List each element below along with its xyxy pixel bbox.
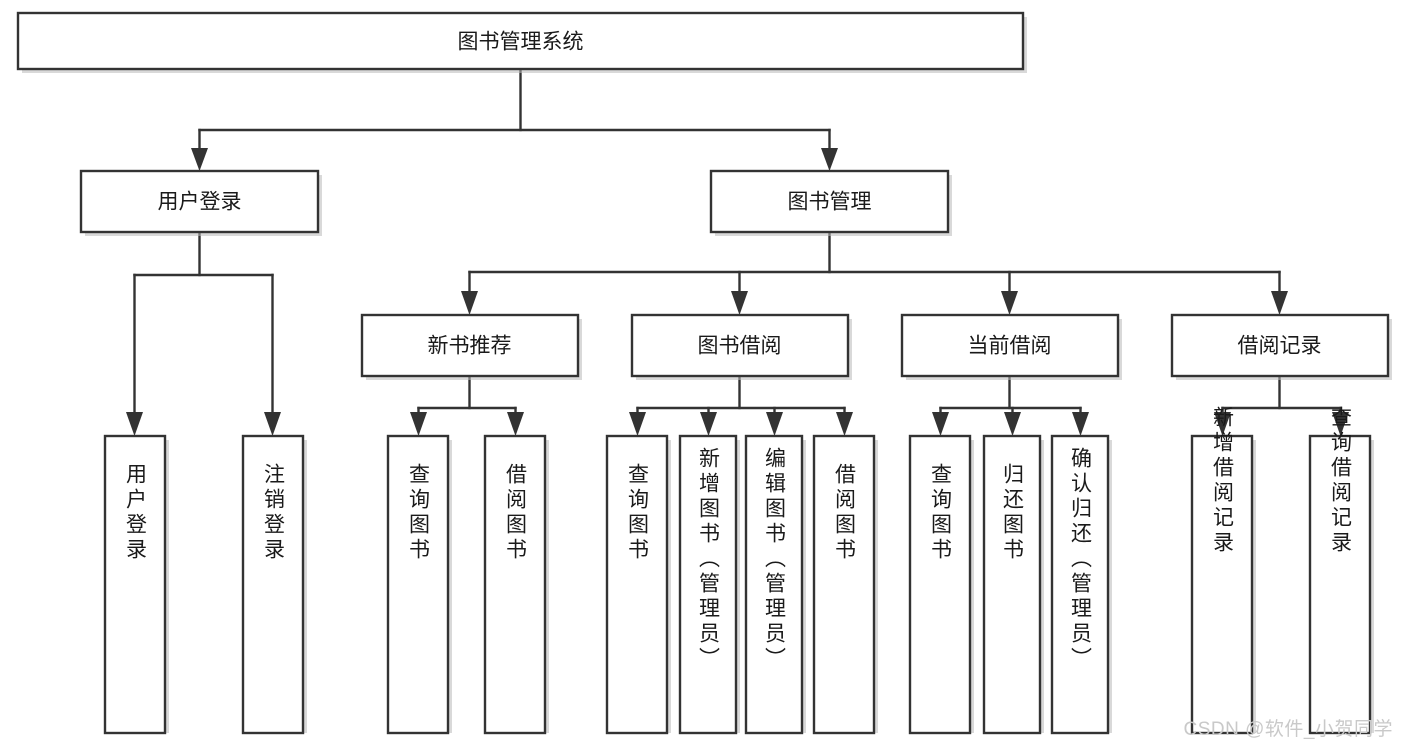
node-borrow-record-rect[interactable] — [1170, 313, 1390, 378]
node-leaf-borrow-book-1[interactable]: 借阅图书 — [483, 434, 549, 735]
arrowhead-leaf-user-login — [126, 412, 143, 436]
node-new-book-recommend[interactable]: 新书推荐 — [360, 313, 582, 380]
node-root-rect[interactable] — [16, 11, 1025, 71]
node-book-manage-label: 图书管理 — [788, 191, 872, 214]
node-leaf-query-book-2-label: 查询图书 — [626, 463, 650, 563]
node-leaf-user-logout-rect[interactable] — [241, 434, 305, 735]
node-new-book-recommend-rect[interactable] — [360, 313, 580, 378]
node-borrow-record[interactable]: 借阅记录 — [1170, 313, 1392, 380]
node-book-manage[interactable]: 图书管理 — [709, 169, 952, 236]
arrowhead-leaf-add-borrow-record — [1214, 412, 1231, 436]
node-leaf-edit-book-admin-label: 编辑图书（管理员） — [763, 447, 787, 672]
arrowhead-leaf-add-book-admin — [700, 412, 717, 436]
node-leaf-user-logout[interactable]: 注销登录 — [241, 434, 307, 735]
node-book-borrow-rect[interactable] — [630, 313, 850, 378]
arrowhead-leaf-return-book — [1004, 412, 1021, 436]
node-root[interactable]: 图书管理系统 — [16, 11, 1027, 73]
node-leaf-borrow-book-2-label: 借阅图书 — [833, 463, 857, 563]
arrowhead-leaf-query-book-3 — [932, 412, 949, 436]
node-root-label: 图书管理系统 — [458, 31, 584, 54]
node-leaf-edit-book-admin[interactable]: 编辑图书（管理员） — [744, 434, 806, 735]
node-leaf-query-book-1-rect[interactable] — [386, 434, 450, 735]
node-leaf-query-borrow-record[interactable]: 查询借阅记录 — [1308, 406, 1374, 735]
node-current-borrow-rect[interactable] — [900, 313, 1120, 378]
arrowhead-leaf-confirm-return-admin — [1072, 412, 1089, 436]
node-leaf-query-book-2-rect[interactable] — [605, 434, 669, 735]
node-leaf-borrow-book-2[interactable]: 借阅图书 — [812, 434, 878, 735]
node-leaf-borrow-book-2-rect[interactable] — [812, 434, 876, 735]
node-leaf-query-book-3-label: 查询图书 — [929, 463, 953, 563]
node-leaf-add-book-admin[interactable]: 新增图书（管理员） — [678, 434, 740, 735]
connector-layer — [126, 67, 1349, 436]
node-leaf-return-book-label: 归还图书 — [1001, 463, 1025, 563]
node-leaf-query-book-2[interactable]: 查询图书 — [605, 434, 671, 735]
node-leaf-query-book-1-label: 查询图书 — [407, 463, 431, 563]
arrowhead-book-borrow — [731, 291, 748, 315]
node-leaf-user-logout-label: 注销登录 — [262, 463, 286, 563]
arrowhead-leaf-borrow-book-1 — [507, 412, 524, 436]
arrowhead-user-login — [191, 148, 208, 171]
node-leaf-confirm-return-admin-rect[interactable] — [1050, 434, 1110, 735]
arrowhead-current-borrow — [1001, 291, 1018, 315]
node-leaf-confirm-return-admin-label: 确认归还（管理员） — [1069, 447, 1093, 672]
node-leaf-add-borrow-record-label: 新增借阅记录 — [1211, 406, 1235, 556]
node-leaf-add-borrow-record-rect[interactable] — [1190, 434, 1254, 735]
node-leaf-query-borrow-record-label: 查询借阅记录 — [1329, 406, 1353, 556]
arrowhead-leaf-query-book-2 — [629, 412, 646, 436]
node-leaf-user-login-label: 用户登录 — [124, 463, 148, 563]
node-leaf-edit-book-admin-rect[interactable] — [744, 434, 804, 735]
node-borrow-record-label: 借阅记录 — [1238, 335, 1322, 358]
node-current-borrow-label: 当前借阅 — [968, 335, 1052, 358]
node-leaf-user-login-rect[interactable] — [103, 434, 167, 735]
node-leaf-borrow-book-1-rect[interactable] — [483, 434, 547, 735]
node-book-borrow[interactable]: 图书借阅 — [630, 313, 852, 380]
node-leaf-confirm-return-admin[interactable]: 确认归还（管理员） — [1050, 434, 1112, 735]
arrowhead-leaf-edit-book-admin — [766, 412, 783, 436]
node-leaf-add-borrow-record[interactable]: 新增借阅记录 — [1190, 406, 1256, 735]
arrowhead-leaf-borrow-book-2 — [836, 412, 853, 436]
node-user-login[interactable]: 用户登录 — [79, 169, 322, 236]
node-leaf-query-book-3[interactable]: 查询图书 — [908, 434, 974, 735]
node-book-manage-rect[interactable] — [709, 169, 950, 234]
node-leaf-query-borrow-record-rect[interactable] — [1308, 434, 1372, 735]
node-leaf-query-book-1[interactable]: 查询图书 — [386, 434, 452, 735]
arrowhead-book-manage — [821, 148, 838, 171]
arrowhead-leaf-user-logout — [264, 412, 281, 436]
csdn-watermark: CSDN @软件_小贺同学 — [1183, 719, 1393, 740]
node-user-login-rect[interactable] — [79, 169, 320, 234]
node-leaf-return-book[interactable]: 归还图书 — [982, 434, 1044, 735]
node-leaf-query-book-3-rect[interactable] — [908, 434, 972, 735]
node-leaf-return-book-rect[interactable] — [982, 434, 1042, 735]
node-leaf-borrow-book-1-label: 借阅图书 — [504, 463, 528, 563]
node-book-borrow-label: 图书借阅 — [698, 335, 782, 358]
node-leaf-add-book-admin-label: 新增图书（管理员） — [697, 447, 721, 672]
node-leaf-add-book-admin-rect[interactable] — [678, 434, 738, 735]
node-current-borrow[interactable]: 当前借阅 — [900, 313, 1122, 380]
arrowhead-borrow-record — [1271, 291, 1288, 315]
node-new-book-recommend-label: 新书推荐 — [428, 335, 512, 358]
arrowhead-new-book-recommend — [461, 291, 478, 315]
arrowhead-leaf-query-borrow-record — [1332, 412, 1349, 436]
node-leaf-user-login[interactable]: 用户登录 — [103, 434, 169, 735]
arrowhead-leaf-query-book-1 — [410, 412, 427, 436]
node-user-login-label: 用户登录 — [158, 191, 242, 214]
